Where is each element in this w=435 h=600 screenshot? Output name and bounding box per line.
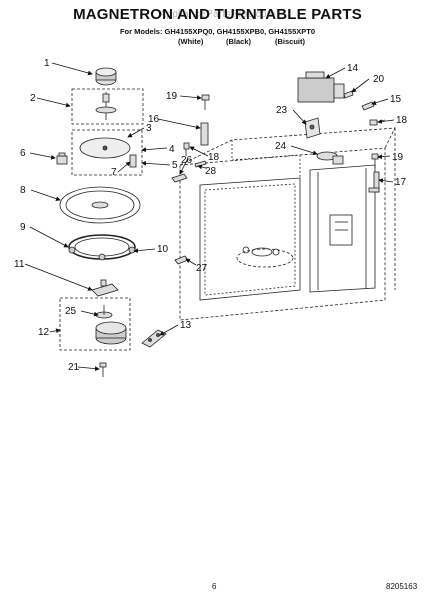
- part-2-group-box: [71, 88, 144, 125]
- models-line: For Models: GH4155XPQ0, GH4155XPB0, GH41…: [119, 27, 316, 36]
- part-23-thermal-cutout: [304, 117, 321, 139]
- part-9-roller-ring: [68, 234, 136, 261]
- callout-13: 13: [180, 320, 192, 331]
- part-18-screw-mid: [183, 142, 190, 156]
- callout-16: 16: [148, 114, 160, 125]
- callout-11: 11: [14, 259, 25, 270]
- watermark: AppliancePartsPros.com: [159, 9, 276, 20]
- cavity-frame: [179, 127, 396, 321]
- part-4-plate: [79, 137, 131, 159]
- callout-26: 26: [181, 155, 193, 166]
- callout-5: 5: [172, 160, 178, 171]
- part-12-turntable-motor: [95, 321, 127, 345]
- part-15-bracket: [361, 101, 375, 111]
- callout-6: 6: [20, 148, 26, 159]
- document-number: 8205163: [386, 582, 418, 591]
- callout-10: 10: [157, 244, 169, 255]
- callout-28: 28: [205, 166, 217, 177]
- callout-25: 25: [65, 306, 77, 317]
- part-13-bracket: [141, 329, 167, 348]
- callout-18-upper: 18: [396, 115, 408, 126]
- part-17-bracket: [368, 171, 380, 193]
- callout-2: 2: [30, 93, 36, 104]
- callout-12: 12: [38, 327, 50, 338]
- color-black: (Black): [226, 37, 252, 46]
- part-14-magnetron: [297, 71, 345, 103]
- color-white: (White): [178, 37, 204, 46]
- page-number: 6: [212, 582, 217, 591]
- part-19-screw-left: [201, 94, 210, 110]
- callout-9: 9: [20, 222, 26, 233]
- part-27-clip: [174, 255, 189, 265]
- part-19-screw-right: [371, 153, 379, 168]
- part-6-connector: [56, 152, 68, 165]
- part-7-clip: [129, 154, 137, 168]
- callout-19-left: 19: [166, 91, 178, 102]
- callout-27: 27: [196, 263, 208, 274]
- part-8-glass-tray: [59, 186, 141, 224]
- callout-20: 20: [373, 74, 385, 85]
- part-12-group-box: [59, 297, 131, 351]
- callout-8: 8: [20, 185, 26, 196]
- leader-lines: [24, 62, 395, 372]
- callout-1: 1: [44, 58, 50, 69]
- part-24-fuse-holder: [316, 151, 344, 165]
- callout-14: 14: [347, 63, 359, 74]
- part-3-group-box: [71, 129, 143, 176]
- part-16-switch: [200, 122, 209, 146]
- part-2-shaft: [95, 92, 117, 120]
- callout-15: 15: [390, 94, 402, 105]
- part-18-screw-upper: [369, 119, 386, 126]
- page-title: MAGNETRON AND TURNTABLE PARTS: [73, 6, 362, 23]
- callout-23: 23: [276, 105, 288, 116]
- part-1-coupler-cap: [95, 67, 117, 86]
- part-11-coupler: [91, 279, 119, 297]
- part-26-latch: [171, 173, 188, 183]
- callout-7: 7: [111, 167, 117, 178]
- callout-19-right: 19: [392, 152, 404, 163]
- part-20-screw: [343, 90, 354, 99]
- callout-21: 21: [68, 362, 80, 373]
- callout-24: 24: [275, 141, 287, 152]
- part-21-screw: [99, 362, 107, 377]
- callout-18-mid: 18: [208, 152, 220, 163]
- part-25-motor-shaft: [95, 305, 113, 319]
- callout-17: 17: [395, 177, 407, 188]
- callout-3: 3: [146, 123, 152, 134]
- callout-4: 4: [169, 144, 175, 155]
- color-biscuit: (Biscuit): [275, 37, 305, 46]
